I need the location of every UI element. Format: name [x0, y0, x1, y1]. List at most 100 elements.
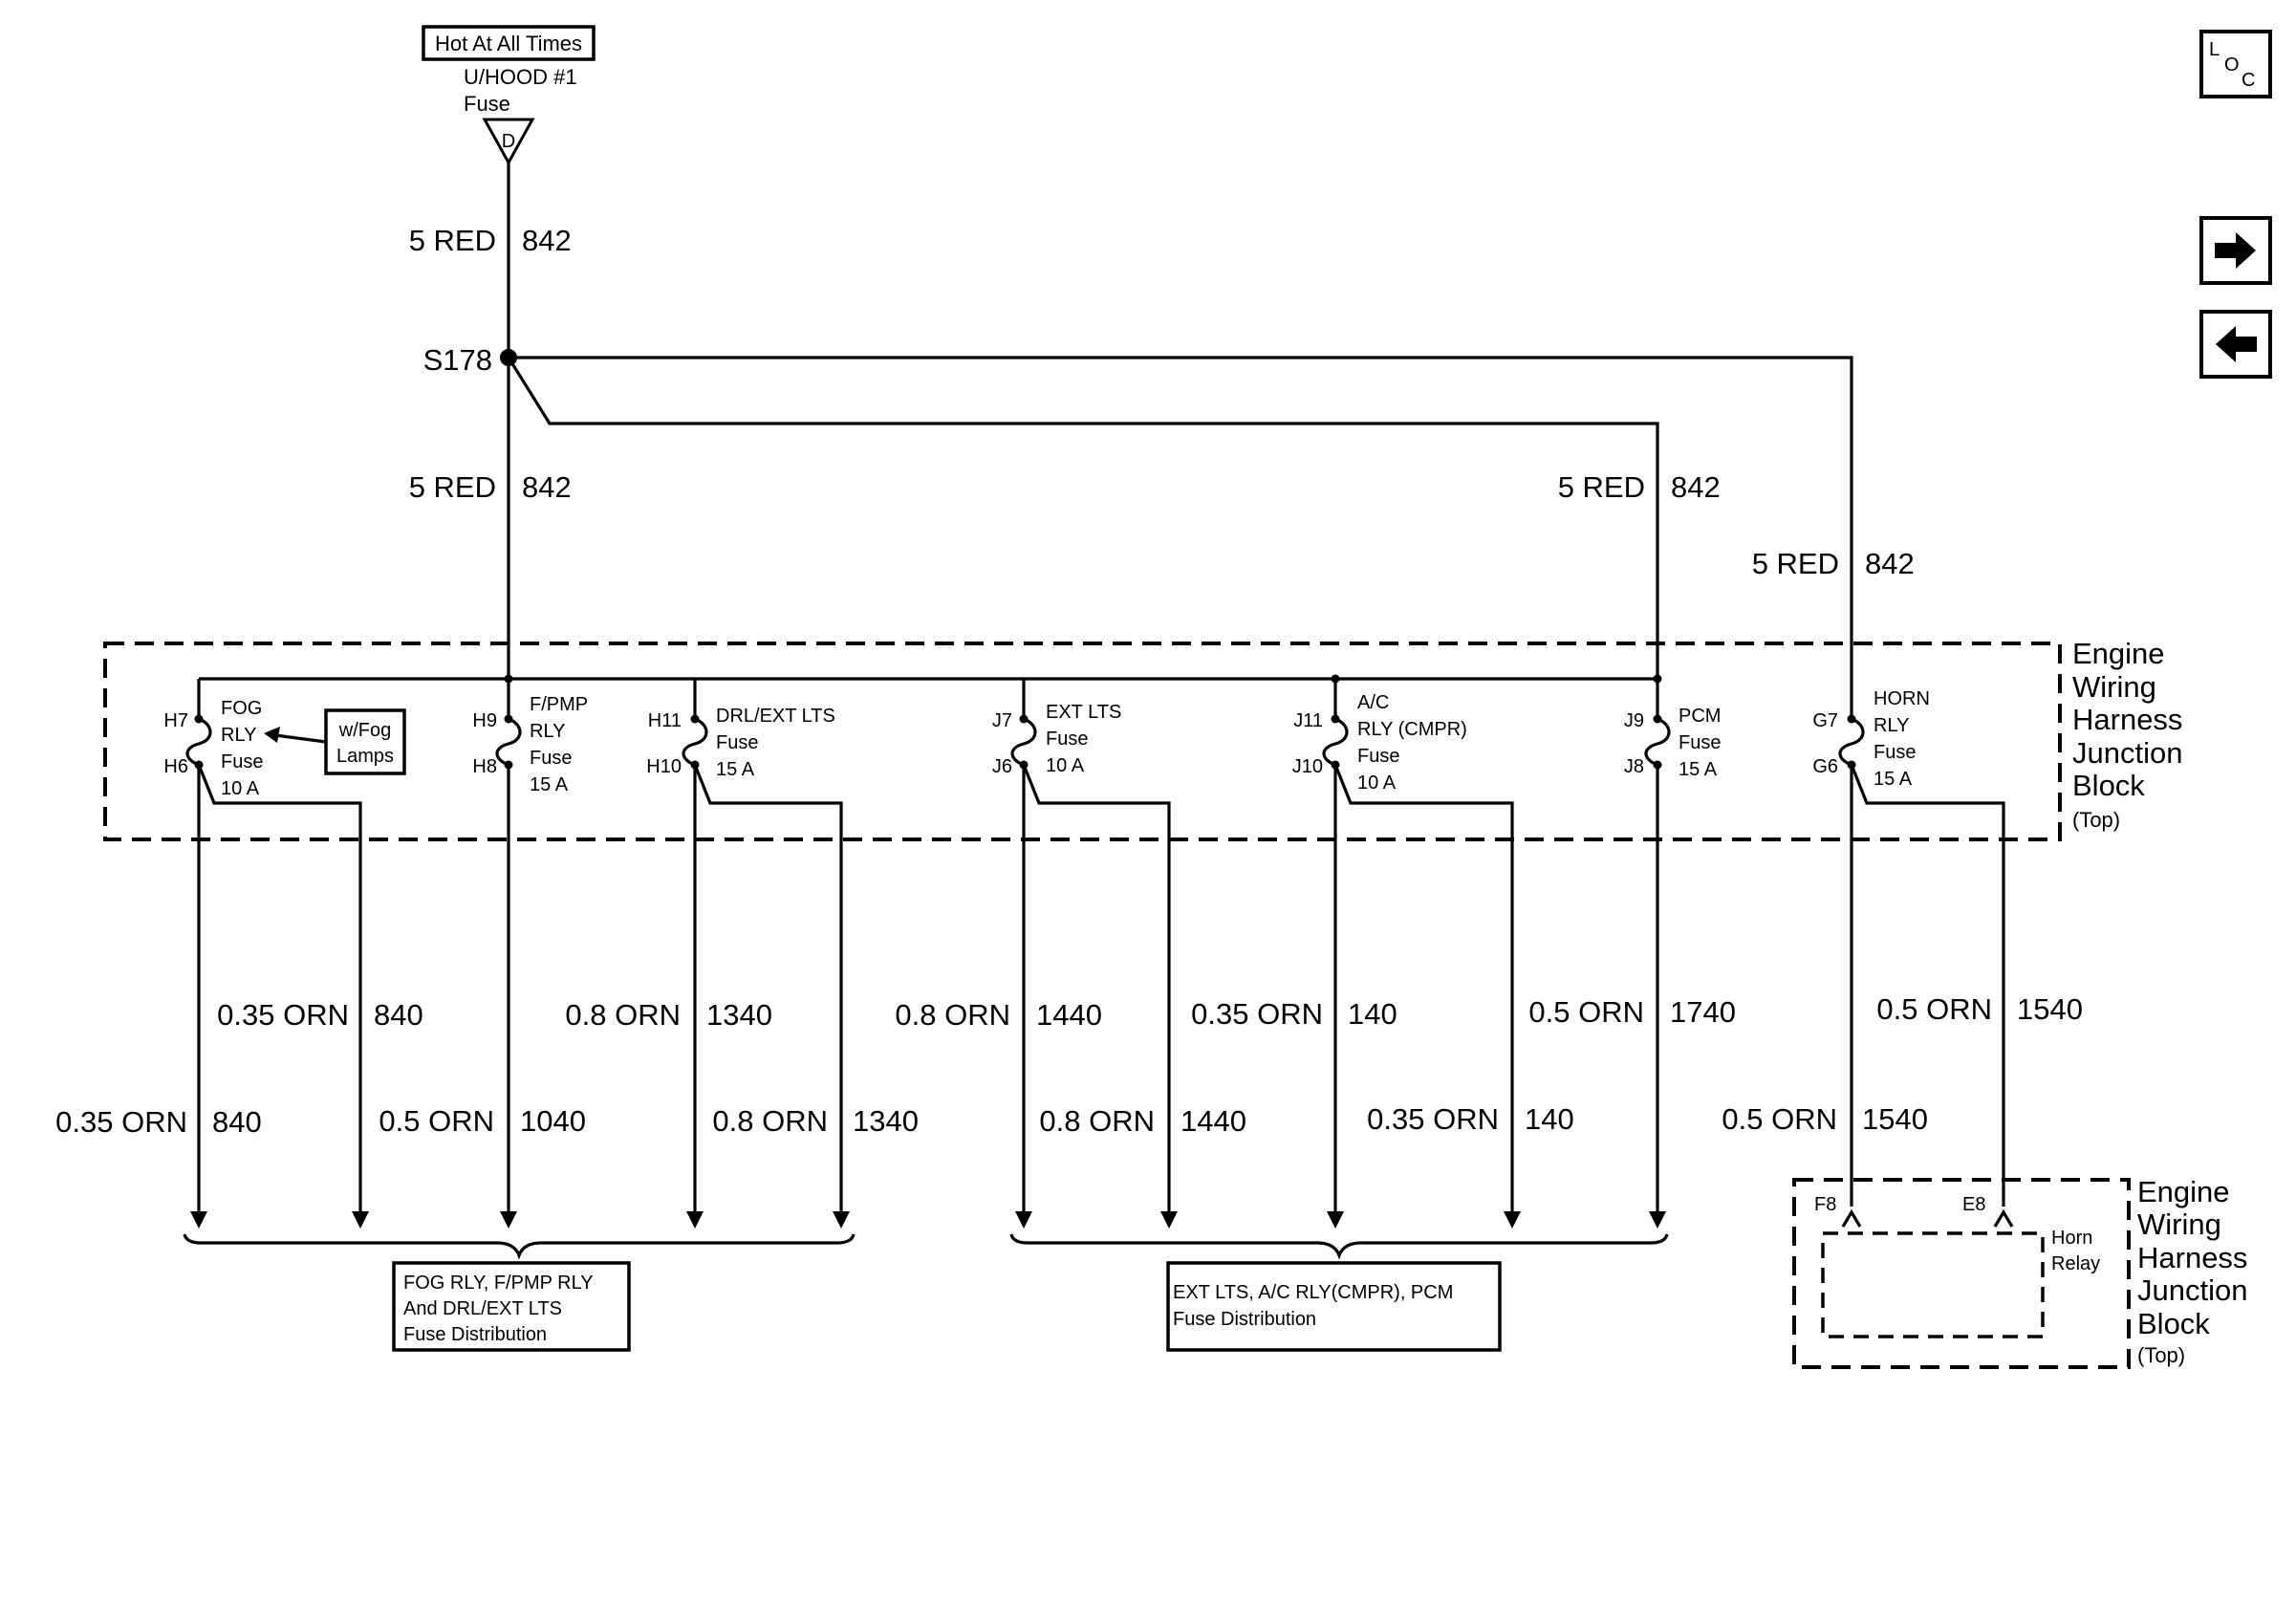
distribution-box-line: Fuse Distribution — [1173, 1309, 1316, 1330]
wire-circuit: 1740 — [1670, 995, 1736, 1029]
fuse-pin-out: J10 — [1292, 756, 1323, 777]
distribution-brace-right — [1009, 1233, 1669, 1260]
jb-title-line-4: Junction — [2072, 736, 2182, 770]
horn-relay-outline — [1821, 1231, 2045, 1338]
distribution-box-line: FOG RLY, F/PMP RLY — [403, 1273, 594, 1294]
feed-top-gauge: 5 RED — [409, 224, 496, 257]
jb-title-line-3: Harness — [2072, 703, 2182, 736]
wire-gauge: 0.8 ORN — [1039, 1104, 1155, 1138]
fuse-pin-in: J7 — [992, 710, 1012, 731]
horn-relay-label-line1: Horn — [2051, 1228, 2092, 1249]
arrow-down-icon — [686, 1211, 704, 1229]
fog-lamps-note-line1: w/Fog — [338, 720, 391, 741]
fuse-pin-in: H7 — [163, 710, 188, 731]
distribution-box-left — [392, 1261, 631, 1352]
feed-left-circuit: 842 — [522, 470, 572, 504]
jb-title-line-5: Block — [2072, 769, 2145, 802]
feed-top-circuit: 842 — [522, 224, 572, 257]
fog-lamps-note-box — [324, 708, 406, 775]
horn-relay-label-line2: Relay — [2051, 1253, 2100, 1274]
jb2-title-line-4: Junction — [2137, 1273, 2247, 1307]
output-wire — [1022, 764, 1171, 1214]
fuse-label-line: Fuse — [1874, 742, 1916, 763]
fuse-label-line: 15 A — [530, 774, 569, 795]
arrow-down-icon — [190, 1211, 207, 1229]
fuse-pin-in: G7 — [1812, 710, 1838, 731]
wire-circuit: 1340 — [706, 998, 772, 1032]
jb2-subtitle: (Top) — [2137, 1343, 2185, 1367]
fuse-symbol — [1322, 717, 1349, 767]
fuse-symbol — [185, 717, 212, 767]
wire-circuit: 1440 — [1180, 1104, 1246, 1138]
fuse-label-line: RLY — [530, 721, 565, 742]
fog-lamps-note-arrowhead — [264, 727, 280, 743]
fuse-symbol — [495, 717, 522, 767]
junction-block-outline — [103, 642, 2062, 841]
arrow-down-icon — [1327, 1211, 1344, 1229]
fuse-label-line: Fuse — [1046, 729, 1088, 750]
fuse-pin-out: H10 — [646, 756, 682, 777]
wire-circuit: 840 — [374, 998, 423, 1032]
horn-relay-terminal-f8 — [1841, 1208, 1862, 1228]
fuse-pin-out: G6 — [1812, 756, 1838, 777]
wire-gauge: 0.35 ORN — [1191, 997, 1323, 1031]
forward-button[interactable] — [2199, 216, 2272, 285]
output-wire — [197, 764, 362, 1214]
fuse-label-line: F/PMP — [530, 694, 588, 715]
fuse-label-line: Fuse — [716, 732, 758, 753]
fuse-label-line: Fuse — [1357, 746, 1399, 767]
fuse-label-line: HORN — [1874, 688, 1930, 709]
fuse-label-line: Fuse — [530, 748, 572, 769]
horn-relay-terminal-e8 — [1993, 1208, 2014, 1228]
horn-junction-block-title: Engine Wiring Harness Junction Block (To… — [2137, 1175, 2247, 1367]
wire-gauge: 0.5 ORN — [379, 1104, 494, 1138]
distribution-box-line: And DRL/EXT LTS — [403, 1298, 562, 1319]
horn-relay-block-outline — [1792, 1178, 2131, 1369]
wire-circuit: 1340 — [853, 1104, 919, 1138]
arrow-right-icon — [2215, 232, 2256, 269]
fuse-label-line: EXT LTS — [1046, 702, 1121, 723]
wire-circuit: 140 — [1525, 1102, 1574, 1136]
feed-mid-gauge: 5 RED — [1558, 470, 1645, 504]
wire-circuit: 1540 — [1862, 1102, 1928, 1136]
fuse-label-line: Fuse — [221, 751, 263, 772]
fuse-label-line: RLY — [1874, 715, 1909, 736]
fuse-symbol — [1010, 717, 1037, 767]
fuse-label-line: RLY — [221, 725, 256, 746]
wire-circuit: 1440 — [1036, 998, 1102, 1032]
fuse-label-line: 10 A — [221, 778, 260, 799]
fuse-horn-rly: G7 G6 HORN RLY Fuse 15 A — [1812, 688, 1930, 790]
hot-at-all-times-box — [422, 25, 596, 61]
fuse-label-line: 15 A — [1679, 759, 1718, 780]
back-button[interactable] — [2199, 310, 2272, 379]
hot-at-all-times-label: Hot At All Times — [435, 32, 582, 55]
fuse-label-line: 10 A — [1046, 755, 1085, 776]
junction-block-title: Engine Wiring Harness Junction Block (To… — [2072, 637, 2182, 832]
loc-letter-c: C — [2242, 70, 2255, 91]
arrow-down-icon — [1504, 1211, 1521, 1229]
fuse-label-line: DRL/EXT LTS — [716, 706, 835, 727]
feed-mid-circuit: 842 — [1671, 470, 1721, 504]
horn-relay-pin-f8: F8 — [1814, 1194, 1836, 1215]
feed-left-gauge: 5 RED — [409, 470, 496, 504]
fuse-label-line: 15 A — [1874, 769, 1913, 790]
fuse-pin-in: H11 — [648, 710, 682, 731]
fuse-pin-in: H9 — [472, 710, 497, 731]
fuse-pin-out: H6 — [163, 756, 188, 777]
jb-subtitle: (Top) — [2072, 808, 2120, 832]
wire-gauge: 0.8 ORN — [895, 998, 1010, 1032]
output-wire — [693, 764, 843, 1214]
loc-letter-o: O — [2224, 54, 2240, 76]
wire-gauge: 0.35 ORN — [1367, 1102, 1499, 1136]
fuse-ac-rly-cmpr: J11 J10 A/C RLY (CMPR) Fuse 10 A — [1292, 692, 1467, 794]
fuse-label-line: RLY (CMPR) — [1357, 719, 1467, 740]
splice-s178-label: S178 — [423, 343, 492, 377]
fuse-name-line2: Fuse — [464, 92, 510, 116]
loc-button[interactable]: L O C — [2199, 30, 2272, 98]
fuse-symbol — [1644, 717, 1671, 767]
feed-right-gauge: 5 RED — [1752, 547, 1839, 580]
fuse-symbol — [682, 717, 708, 767]
arrow-down-icon — [833, 1211, 850, 1229]
feed-wire-pcm-branch — [507, 357, 1659, 679]
